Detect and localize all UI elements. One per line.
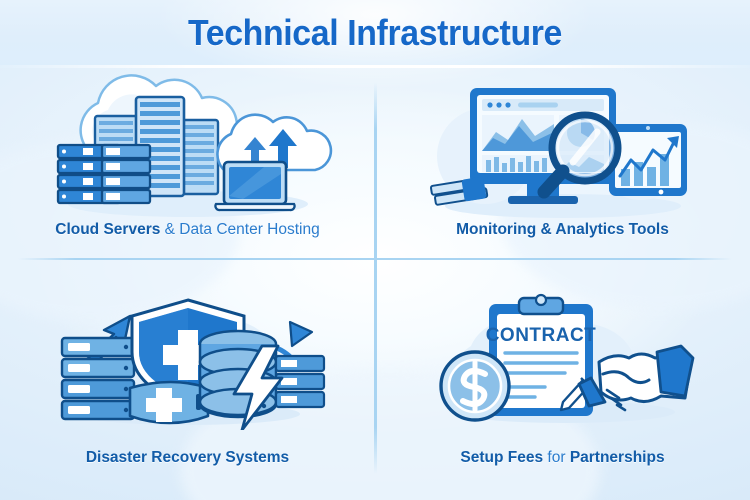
illustration-monitor-dashboard-magnifier: [375, 74, 750, 222]
caption-bold-2: Partnerships: [569, 449, 665, 467]
caption-setup-fees: Setup Fees for Partnerships: [375, 449, 750, 468]
horizontal-divider: [18, 258, 732, 260]
caption-bold-1: Setup Fees: [460, 449, 544, 467]
clipboard-contract-label: CONTRACT: [485, 325, 596, 346]
caption-bold: Monitoring & Analytics Tools: [456, 221, 669, 239]
caption-regular: for: [543, 449, 570, 467]
quadrant-setup-fees[interactable]: CONTRACT: [375, 284, 750, 500]
page-title: Technical Infrastructure: [188, 12, 562, 53]
caption-monitoring-analytics: Monitoring & Analytics Tools: [375, 221, 750, 240]
illustration-cloud-server-racks: [0, 74, 375, 222]
header-divider: [0, 65, 750, 68]
header-band: Technical Infrastructure: [0, 0, 750, 90]
caption-regular: & Data Center Hosting: [160, 221, 320, 239]
quadrant-cloud-servers[interactable]: Cloud Servers & Data Center Hosting: [0, 68, 375, 284]
caption-disaster-recovery: Disaster Recovery Systems: [0, 449, 375, 468]
illustration-contract-coin-handshake: CONTRACT: [375, 290, 750, 438]
caption-bold: Cloud Servers: [55, 221, 161, 239]
caption-bold: Disaster Recovery Systems: [85, 449, 290, 467]
vertical-divider: [374, 82, 377, 474]
quadrant-grid: Cloud Servers & Data Center Hosting: [0, 68, 750, 500]
caption-cloud-servers: Cloud Servers & Data Center Hosting: [0, 221, 375, 240]
illustration-shield-database-recovery: [0, 290, 375, 438]
quadrant-monitoring-analytics[interactable]: Monitoring & Analytics Tools: [375, 68, 750, 284]
quadrant-disaster-recovery[interactable]: Disaster Recovery Systems: [0, 284, 375, 500]
